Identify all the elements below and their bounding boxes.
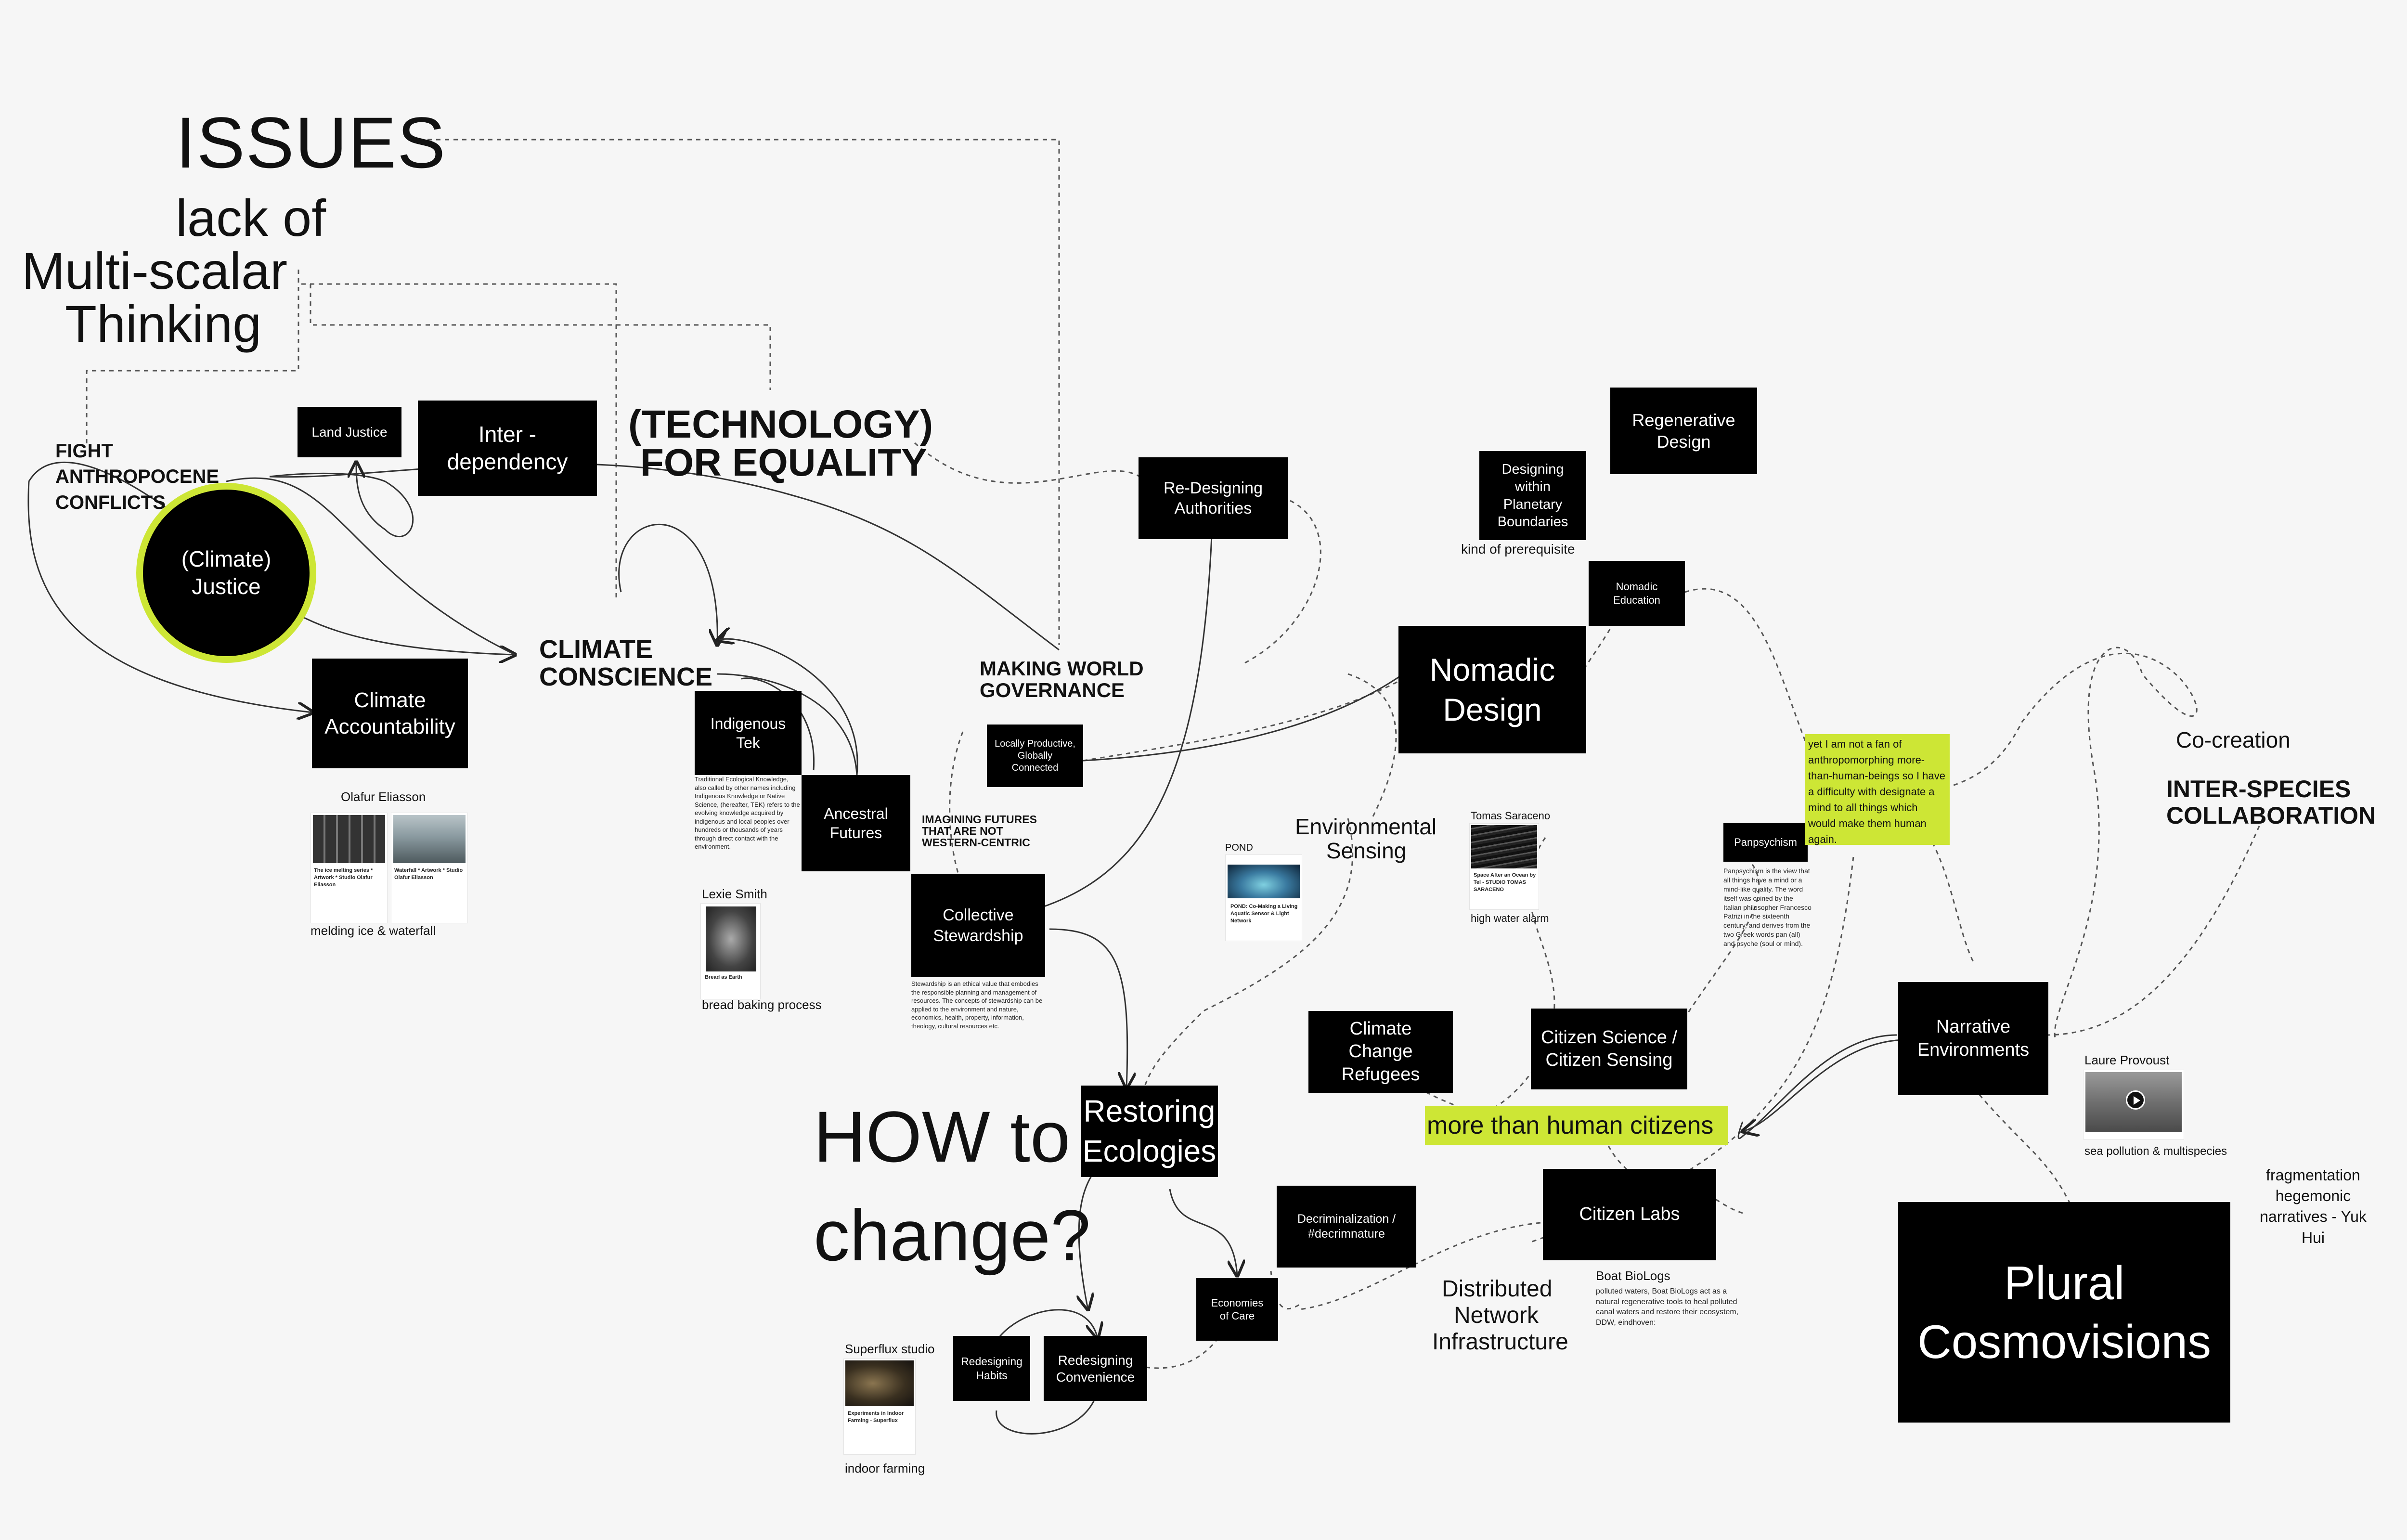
panpsychism-definition: Panpsychism is the view that all things … bbox=[1723, 867, 1812, 948]
plural-cosmovisions-node[interactable]: Plural Cosmovisions bbox=[1898, 1202, 2230, 1423]
high-water-label: high water alarm bbox=[1471, 912, 1549, 924]
play-icon[interactable] bbox=[2126, 1090, 2145, 1110]
laure-label: Laure Provoust bbox=[2084, 1053, 2170, 1067]
locally-productive-node[interactable]: Locally Productive, Globally Connected bbox=[987, 725, 1083, 787]
nomadic-education-node[interactable]: Nomadic Education bbox=[1589, 561, 1685, 626]
tomas-label: Tomas Saraceno bbox=[1471, 810, 1551, 822]
fight-label-1: FIGHT bbox=[55, 440, 113, 462]
redesigning-habits-node[interactable]: Redesigning Habits bbox=[953, 1336, 1030, 1401]
re-designing-authorities-node[interactable]: Re-Designing Authorities bbox=[1139, 457, 1288, 539]
olafur-card-1-title: The ice melting series * Artwork * Studi… bbox=[314, 867, 373, 888]
prerequisite-label: kind of prerequisite bbox=[1461, 542, 1575, 556]
distributed-label-1: Distributed bbox=[1442, 1276, 1553, 1302]
ancestral-futures-node[interactable]: Ancestral Futures bbox=[802, 775, 910, 871]
boat-biologs-definition: polluted waters, Boat BioLogs act as a n… bbox=[1596, 1287, 1739, 1327]
bread-image bbox=[706, 906, 756, 971]
citizen-labs-node[interactable]: Citizen Labs bbox=[1543, 1169, 1716, 1260]
regenerative-design-node[interactable]: Regenerative Design bbox=[1610, 388, 1757, 474]
laure-card[interactable] bbox=[2083, 1070, 2184, 1139]
climate-conscience-label-2: CONSCIENCE bbox=[539, 662, 713, 691]
planetary-boundaries-node[interactable]: Designing within Planetary Boundaries bbox=[1479, 451, 1586, 540]
olafur-label: Olafur Eliasson bbox=[341, 789, 426, 804]
more-than-human-highlight: more than human citizens bbox=[1425, 1106, 1728, 1145]
climate-justice-circle bbox=[136, 483, 316, 663]
narrative-environments-node[interactable]: Narrative Environments bbox=[1898, 982, 2048, 1095]
multi-scalar-heading: Multi-scalar bbox=[22, 242, 288, 300]
for-equality-heading: FOR EQUALITY bbox=[640, 441, 927, 484]
decriminalization-node[interactable]: Decriminalization / #decrimnature bbox=[1277, 1186, 1416, 1268]
olafur-card-1[interactable]: The ice melting series * Artwork * Studi… bbox=[311, 813, 388, 923]
olafur-card-2-title: Waterfall * Artwork * Studio Olafur Elia… bbox=[394, 867, 463, 880]
indoor-farming-label: indoor farming bbox=[845, 1461, 925, 1475]
tomas-image bbox=[1471, 825, 1537, 868]
issues-heading: ISSUES bbox=[176, 102, 447, 183]
climate-change-refugees-node[interactable]: Climate Change Refugees bbox=[1308, 1011, 1453, 1093]
restoring-ecologies-node[interactable]: Restoring Ecologies bbox=[1081, 1086, 1218, 1177]
tomas-card-title: Space After an Ocean by Tel - STUDIO TOM… bbox=[1474, 872, 1536, 893]
superflux-image bbox=[845, 1360, 914, 1406]
superflux-card-title: Experiments in Indoor Farming - Superflu… bbox=[848, 1411, 904, 1424]
citizen-science-node[interactable]: Citizen Science / Citizen Sensing bbox=[1531, 1009, 1687, 1089]
lexie-card-title: Bread as Earth bbox=[705, 974, 742, 980]
melding-label: melding ice & waterfall bbox=[311, 923, 436, 938]
pond-label: POND bbox=[1225, 842, 1253, 853]
pond-card[interactable]: POND: Co-Making a Living Aquatic Sensor … bbox=[1225, 854, 1302, 941]
climate-accountability-node[interactable]: Climate Accountability bbox=[312, 659, 468, 768]
fight-label-3: CONFLICTS bbox=[55, 492, 166, 513]
collective-stewardship-node[interactable]: Collective Stewardship bbox=[911, 874, 1045, 977]
change-heading: change? bbox=[814, 1195, 1091, 1276]
inter-species-label-2: COLLABORATION bbox=[2166, 802, 2376, 829]
thinking-heading: Thinking bbox=[65, 295, 262, 353]
distributed-label-2: Network bbox=[1454, 1303, 1539, 1328]
lack-of-heading: lack of bbox=[176, 189, 326, 247]
boat-biologs-label: Boat BioLogs bbox=[1596, 1268, 1670, 1283]
superflux-card[interactable]: Experiments in Indoor Farming - Superflu… bbox=[843, 1359, 916, 1455]
climate-conscience-label-1: CLIMATE bbox=[539, 635, 653, 664]
tomas-card[interactable]: Space After an Ocean by Tel - STUDIO TOM… bbox=[1469, 823, 1539, 910]
co-creation-label: Co-creation bbox=[2176, 727, 2291, 752]
environmental-sensing-label-1: Environmental bbox=[1295, 814, 1437, 839]
yet-i-am-note: yet I am not a fan of anthropomorphing m… bbox=[1805, 734, 1950, 845]
technology-heading: (TECHNOLOGY) bbox=[628, 402, 933, 446]
sea-pollution-label: sea pollution & multispecies bbox=[2084, 1145, 2227, 1158]
lexie-label: Lexie Smith bbox=[702, 887, 767, 901]
nomadic-design-node[interactable]: Nomadic Design bbox=[1398, 626, 1586, 753]
olafur-card-2[interactable]: Waterfall * Artwork * Studio Olafur Elia… bbox=[391, 813, 468, 923]
pond-image bbox=[1228, 865, 1300, 898]
stewardship-definition: Stewardship is an ethical value that emb… bbox=[911, 980, 1043, 1030]
bread-label: bread baking process bbox=[702, 997, 822, 1012]
redesigning-convenience-node[interactable]: Redesigning Convenience bbox=[1044, 1336, 1147, 1401]
fight-label-2: ANTHROPOCENE bbox=[55, 466, 220, 487]
environmental-sensing-label-2: Sensing bbox=[1326, 838, 1407, 863]
waterfall-image bbox=[393, 815, 466, 863]
panpsychism-node[interactable]: Panpsychism bbox=[1723, 823, 1808, 862]
making-world-label-2: GOVERNANCE bbox=[980, 679, 1125, 701]
making-world-label-1: MAKING WORLD bbox=[980, 657, 1144, 680]
lexie-card[interactable]: Bread as Earth bbox=[700, 903, 761, 999]
climate-justice-node[interactable]: (Climate) Justice bbox=[181, 546, 272, 599]
economies-of-care-node[interactable]: Economies of Care bbox=[1196, 1278, 1278, 1341]
tek-definition: Traditional Ecological Knowledge, also c… bbox=[695, 776, 800, 851]
how-to-heading: HOW to bbox=[814, 1096, 1071, 1177]
ice-melting-image bbox=[313, 815, 385, 863]
land-justice-node[interactable]: Land Justice bbox=[298, 407, 401, 457]
inter-species-label-1: INTER-SPECIES bbox=[2166, 776, 2351, 802]
pond-card-title: POND: Co-Making a Living Aquatic Sensor … bbox=[1230, 904, 1298, 924]
fragmentation-label: fragmentation hegemonic narratives - Yuk… bbox=[2260, 1166, 2367, 1246]
imagining-futures-label: IMAGINING FUTURES THAT ARE NOT WESTERN-C… bbox=[922, 813, 1037, 849]
interdependency-node[interactable]: Inter - dependency bbox=[418, 401, 597, 496]
distributed-label-3: Infrastructure bbox=[1432, 1329, 1568, 1355]
indigenous-tek-node[interactable]: Indigenous Tek bbox=[695, 691, 802, 775]
superflux-label: Superflux studio bbox=[845, 1342, 935, 1356]
